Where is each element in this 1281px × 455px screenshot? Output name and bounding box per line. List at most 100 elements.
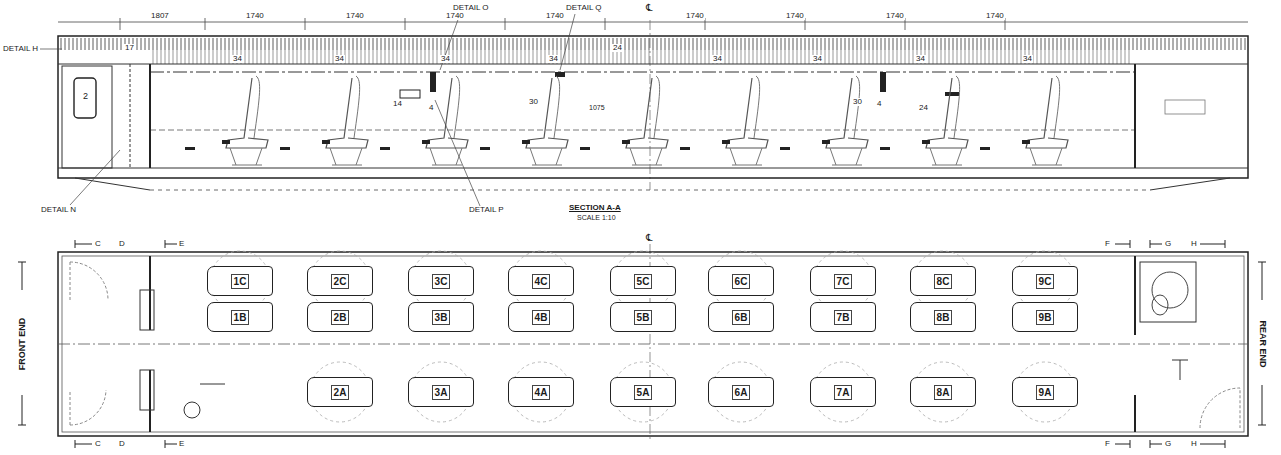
section-mark: G [1164, 240, 1172, 248]
seat-box: 7C [810, 266, 876, 296]
section-mark: G [1164, 440, 1172, 448]
seat-box: 3B [408, 302, 474, 332]
seat-number: 4A [532, 385, 551, 400]
seat-box: 8A [910, 377, 976, 407]
dimension: 1740 [545, 12, 565, 20]
seat-number: 6B [732, 310, 751, 325]
dimension: 1740 [885, 12, 905, 20]
seat-number: 6A [732, 385, 751, 400]
seat-number: 9B [1036, 310, 1055, 325]
section-mark: E [178, 240, 185, 248]
callout-number: 34 [915, 55, 926, 63]
callout-number: 4 [428, 104, 434, 112]
dimension: 1740 [985, 12, 1005, 20]
scale-note: SCALE 1:10 [576, 214, 617, 221]
seat-box: 1C [207, 266, 273, 296]
detail-callout: DETAIL N [40, 206, 77, 214]
seat-number: 9C [1036, 274, 1055, 289]
detail-callout: DETAIL O [452, 4, 490, 12]
seat-number: 4B [532, 310, 551, 325]
dimension: 1740 [445, 12, 465, 20]
seat-box: 4C [508, 266, 574, 296]
dimension: 1740 [785, 12, 805, 20]
callout-number: 30 [852, 98, 863, 106]
section-title: SECTION A-A [568, 204, 622, 212]
dimension: 1740 [685, 12, 705, 20]
dimension: 1807 [150, 12, 170, 20]
callout-number: 34 [712, 55, 723, 63]
centerline-mark: ℄ [645, 233, 653, 243]
end-label: FRONT END [18, 317, 27, 372]
seat-box: 5B [610, 302, 676, 332]
seat-box: 8C [910, 266, 976, 296]
seat-box: 2A [307, 377, 373, 407]
callout-number: 34 [1022, 55, 1033, 63]
section-mark: F [1104, 240, 1111, 248]
seat-number: 8C [934, 274, 953, 289]
seat-number: 2C [331, 274, 350, 289]
callout-number: 24 [612, 44, 623, 52]
detail-callout: DETAIL P [468, 206, 505, 214]
seat-number: 3C [432, 274, 451, 289]
seat-number: 7C [834, 274, 853, 289]
callout-number: 34 [812, 55, 823, 63]
dimension: 1740 [345, 12, 365, 20]
seat-box: 7A [810, 377, 876, 407]
section-mark: D [118, 440, 126, 448]
section-mark: F [1104, 440, 1111, 448]
section-mark: D [118, 240, 126, 248]
seat-box: 6A [708, 377, 774, 407]
seat-number: 5B [634, 310, 653, 325]
seat-number: 4C [532, 274, 551, 289]
seat-number: 9A [1036, 385, 1055, 400]
seat-box: 4A [508, 377, 574, 407]
seat-box: 5C [610, 266, 676, 296]
seat-number: 5A [634, 385, 653, 400]
dimension: 1740 [245, 12, 265, 20]
dimension: 1075 [588, 104, 606, 111]
section-mark: H [1190, 240, 1198, 248]
callout-number: 14 [392, 100, 403, 108]
seat-number: 2B [331, 310, 350, 325]
seat-box: 6C [708, 266, 774, 296]
seat-number: 7A [834, 385, 853, 400]
seat-number: 1C [231, 274, 250, 289]
callout-number: 2 [82, 92, 89, 101]
seat-number: 1B [231, 310, 250, 325]
seat-box: 1B [207, 302, 273, 332]
seat-box: 5A [610, 377, 676, 407]
seat-number: 7B [834, 310, 853, 325]
seat-number: 8A [934, 385, 953, 400]
seat-number: 6C [732, 274, 751, 289]
seat-box: 3C [408, 266, 474, 296]
seat-number: 8B [934, 310, 953, 325]
callout-number: 34 [440, 55, 451, 63]
callout-number: 34 [334, 55, 345, 63]
callout-number: 34 [548, 55, 559, 63]
callout-number: 4 [876, 100, 882, 108]
seat-box: 9C [1012, 266, 1078, 296]
seat-box: 7B [810, 302, 876, 332]
seat-box: 3A [408, 377, 474, 407]
seat-box: 8B [910, 302, 976, 332]
seat-box: 2C [307, 266, 373, 296]
seat-number: 2A [331, 385, 350, 400]
seat-number: 3B [432, 310, 451, 325]
seat-number: 3A [432, 385, 451, 400]
end-label: REAR END [1258, 319, 1267, 368]
seat-box: 9A [1012, 377, 1078, 407]
detail-callout: DETAIL Q [565, 4, 603, 12]
seat-number: 5C [634, 274, 653, 289]
section-mark: C [94, 440, 102, 448]
callout-number: 17 [124, 44, 135, 52]
section-mark: C [94, 240, 102, 248]
seat-box: 2B [307, 302, 373, 332]
callout-number: 30 [528, 98, 539, 106]
callout-number: 24 [918, 104, 929, 112]
centerline-mark: ℄ [645, 3, 653, 13]
seat-box: 9B [1012, 302, 1078, 332]
seat-box: 4B [508, 302, 574, 332]
section-mark: H [1190, 440, 1198, 448]
seat-box: 6B [708, 302, 774, 332]
callout-number: 34 [232, 55, 243, 63]
